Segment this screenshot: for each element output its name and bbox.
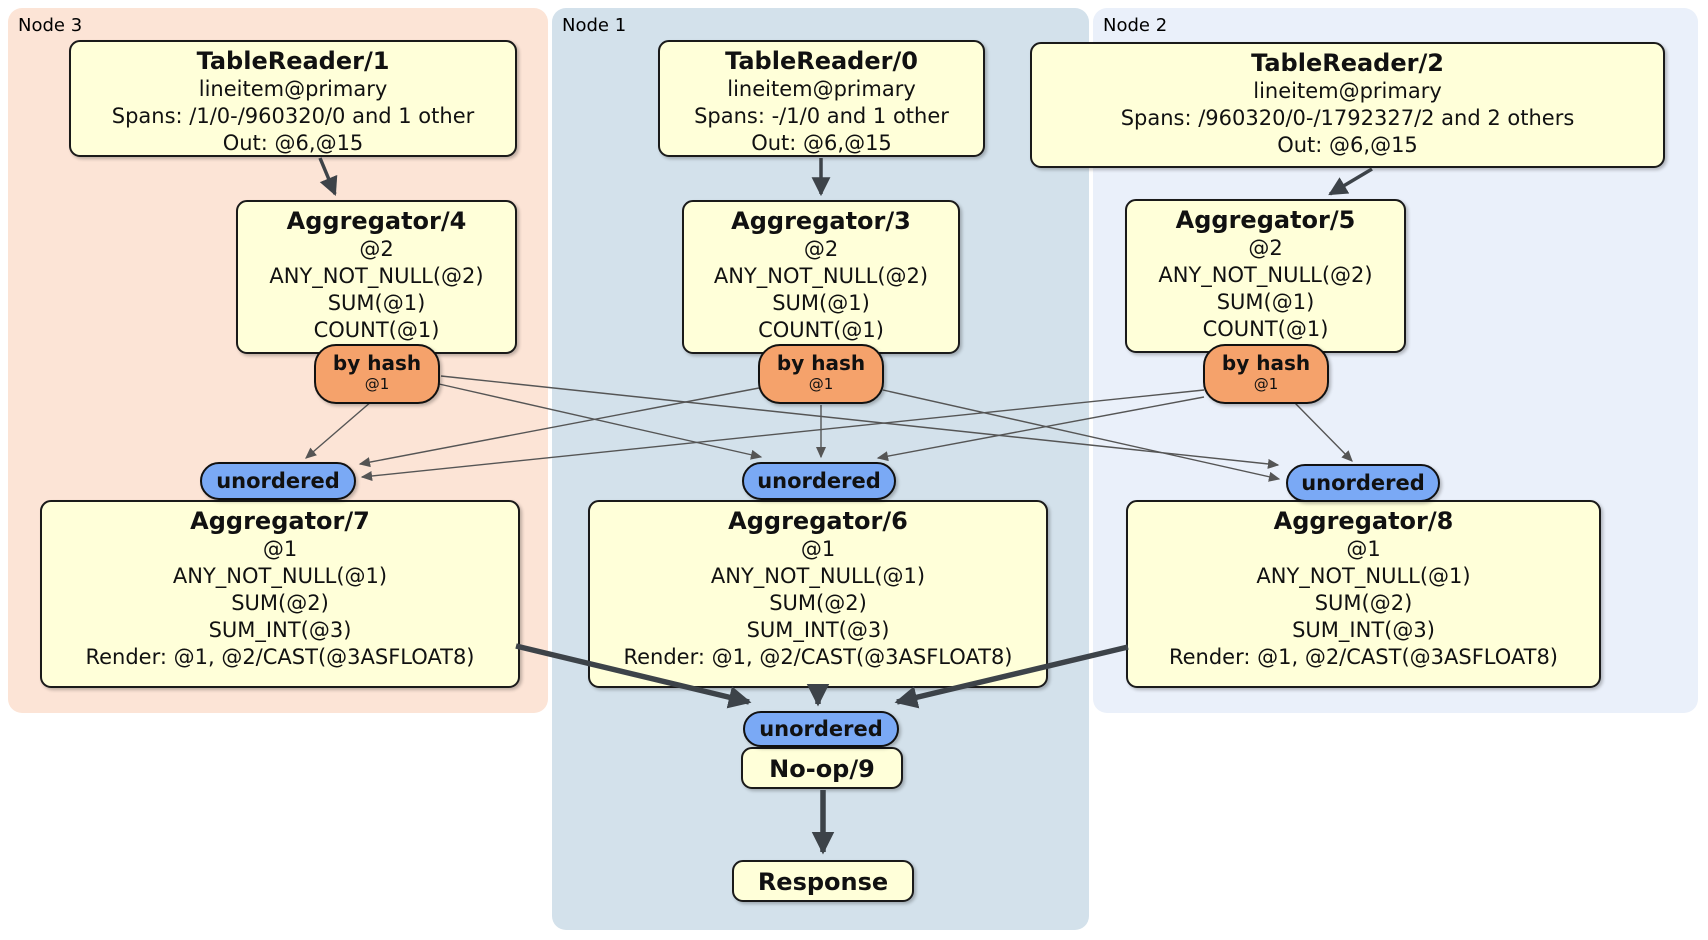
processor-detail: SUM_INT(@3) <box>1292 618 1435 642</box>
unordered-stream-final: unordered <box>743 711 899 747</box>
region-node3-label: Node 3 <box>18 15 83 36</box>
processor-detail: @1 <box>262 537 298 561</box>
processor-response: Response <box>732 860 914 902</box>
hash-router-columns: @1 <box>364 375 390 393</box>
processor-detail: SUM(@2) <box>231 591 329 615</box>
processor-title: Aggregator/4 <box>286 207 467 235</box>
processor-detail: Render: @1, @2/CAST(@3ASFLOAT8) <box>623 645 1013 669</box>
hash-router-label: by hash <box>776 351 866 375</box>
processor-detail: SUM(@1) <box>772 291 870 315</box>
processor-detail: SUM(@1) <box>1216 290 1315 314</box>
hash-router-node2: by hash @1 <box>1203 344 1329 404</box>
processor-detail: lineitem@primary <box>198 77 388 101</box>
unordered-stream-node1: unordered <box>742 462 896 500</box>
processor-detail: Out: @6,@15 <box>222 131 364 155</box>
hash-router-columns: @1 <box>808 375 834 393</box>
processor-detail: Render: @1, @2/CAST(@3ASFLOAT8) <box>85 645 475 669</box>
processor-title: TableReader/2 <box>1251 49 1444 77</box>
region-node2-label: Node 2 <box>1103 15 1168 36</box>
processor-detail: @1 <box>800 537 836 561</box>
processor-detail: SUM_INT(@3) <box>746 618 890 642</box>
processor-detail: ANY_NOT_NULL(@1) <box>710 564 926 588</box>
region-node1-label: Node 1 <box>562 15 627 36</box>
processor-aggregator-4: Aggregator/4 @2 ANY_NOT_NULL(@2) SUM(@1)… <box>236 200 517 354</box>
processor-aggregator-3: Aggregator/3 @2 ANY_NOT_NULL(@2) SUM(@1)… <box>682 200 960 354</box>
processor-detail: Spans: /960320/0-/1792327/2 and 2 others <box>1120 106 1575 130</box>
unordered-stream-node2: unordered <box>1286 464 1440 502</box>
processor-detail: SUM(@1) <box>327 291 426 315</box>
processor-title: Aggregator/8 <box>1273 507 1454 535</box>
processor-title: Response <box>757 868 889 896</box>
processor-noop-9: No-op/9 <box>741 747 903 789</box>
processor-detail: @2 <box>359 237 394 261</box>
processor-detail: SUM(@2) <box>1314 591 1413 615</box>
processor-detail: COUNT(@1) <box>313 318 440 342</box>
processor-detail: Out: @6,@15 <box>1277 133 1418 157</box>
processor-title: No-op/9 <box>769 755 875 783</box>
processor-detail: ANY_NOT_NULL(@1) <box>172 564 388 588</box>
processor-detail: @1 <box>1346 537 1381 561</box>
processor-title: Aggregator/5 <box>1175 206 1356 234</box>
processor-detail: SUM_INT(@3) <box>208 618 352 642</box>
processor-detail: Render: @1, @2/CAST(@3ASFLOAT8) <box>1168 645 1559 669</box>
processor-detail: SUM(@2) <box>769 591 867 615</box>
hash-router-label: by hash <box>332 351 422 375</box>
processor-title: TableReader/0 <box>725 47 918 75</box>
processor-title: Aggregator/7 <box>190 507 370 535</box>
processor-detail: ANY_NOT_NULL(@1) <box>1256 564 1471 588</box>
processor-title: Aggregator/6 <box>728 507 908 535</box>
processor-tablereader-1: TableReader/1 lineitem@primary Spans: /1… <box>69 40 517 157</box>
processor-detail: ANY_NOT_NULL(@2) <box>713 264 929 288</box>
processor-aggregator-5: Aggregator/5 @2 ANY_NOT_NULL(@2) SUM(@1)… <box>1125 199 1406 353</box>
processor-detail: ANY_NOT_NULL(@2) <box>269 264 484 288</box>
unordered-stream-node3: unordered <box>200 462 356 500</box>
processor-detail: Spans: -/1/0 and 1 other <box>694 104 949 128</box>
processor-tablereader-2: TableReader/2 lineitem@primary Spans: /9… <box>1030 42 1665 168</box>
hash-router-node3: by hash @1 <box>314 344 440 404</box>
hash-router-label: by hash <box>1221 351 1311 375</box>
processor-detail: ANY_NOT_NULL(@2) <box>1158 263 1373 287</box>
hash-router-columns: @1 <box>1253 375 1279 393</box>
processor-detail: @2 <box>803 237 839 261</box>
processor-title: Aggregator/3 <box>731 207 911 235</box>
processor-detail: COUNT(@1) <box>1202 317 1329 341</box>
processor-detail: COUNT(@1) <box>758 318 884 342</box>
processor-title: TableReader/1 <box>196 47 390 75</box>
processor-detail: lineitem@primary <box>1253 79 1442 103</box>
processor-detail: Spans: /1/0-/960320/0 and 1 other <box>111 104 475 128</box>
processor-aggregator-6: Aggregator/6 @1 ANY_NOT_NULL(@1) SUM(@2)… <box>588 500 1048 688</box>
hash-router-node1: by hash @1 <box>758 344 884 404</box>
processor-aggregator-7: Aggregator/7 @1 ANY_NOT_NULL(@1) SUM(@2)… <box>40 500 520 688</box>
processor-detail: Out: @6,@15 <box>751 131 892 155</box>
processor-detail: @2 <box>1248 236 1283 260</box>
processor-detail: lineitem@primary <box>727 77 916 101</box>
processor-tablereader-0: TableReader/0 lineitem@primary Spans: -/… <box>658 40 985 157</box>
processor-aggregator-8: Aggregator/8 @1 ANY_NOT_NULL(@1) SUM(@2)… <box>1126 500 1601 688</box>
